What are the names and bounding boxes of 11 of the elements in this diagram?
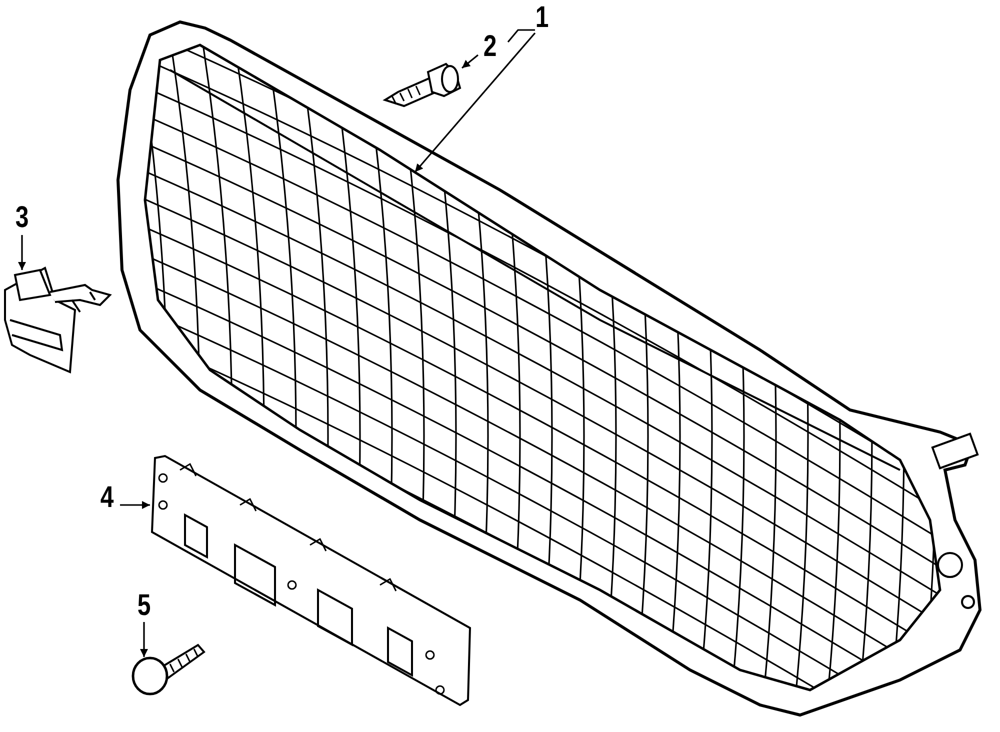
plate-drawing <box>148 453 473 708</box>
callout-number: 1 <box>532 3 552 33</box>
callout-number: 2 <box>480 32 500 62</box>
leader-line <box>120 501 150 509</box>
leader-line <box>18 235 26 270</box>
leader-line <box>140 622 148 657</box>
callout-number: 5 <box>134 591 154 621</box>
callout-number: 3 <box>12 203 32 233</box>
callout-number: 4 <box>97 483 117 513</box>
leader-line <box>462 54 478 69</box>
leader-line <box>414 32 536 173</box>
